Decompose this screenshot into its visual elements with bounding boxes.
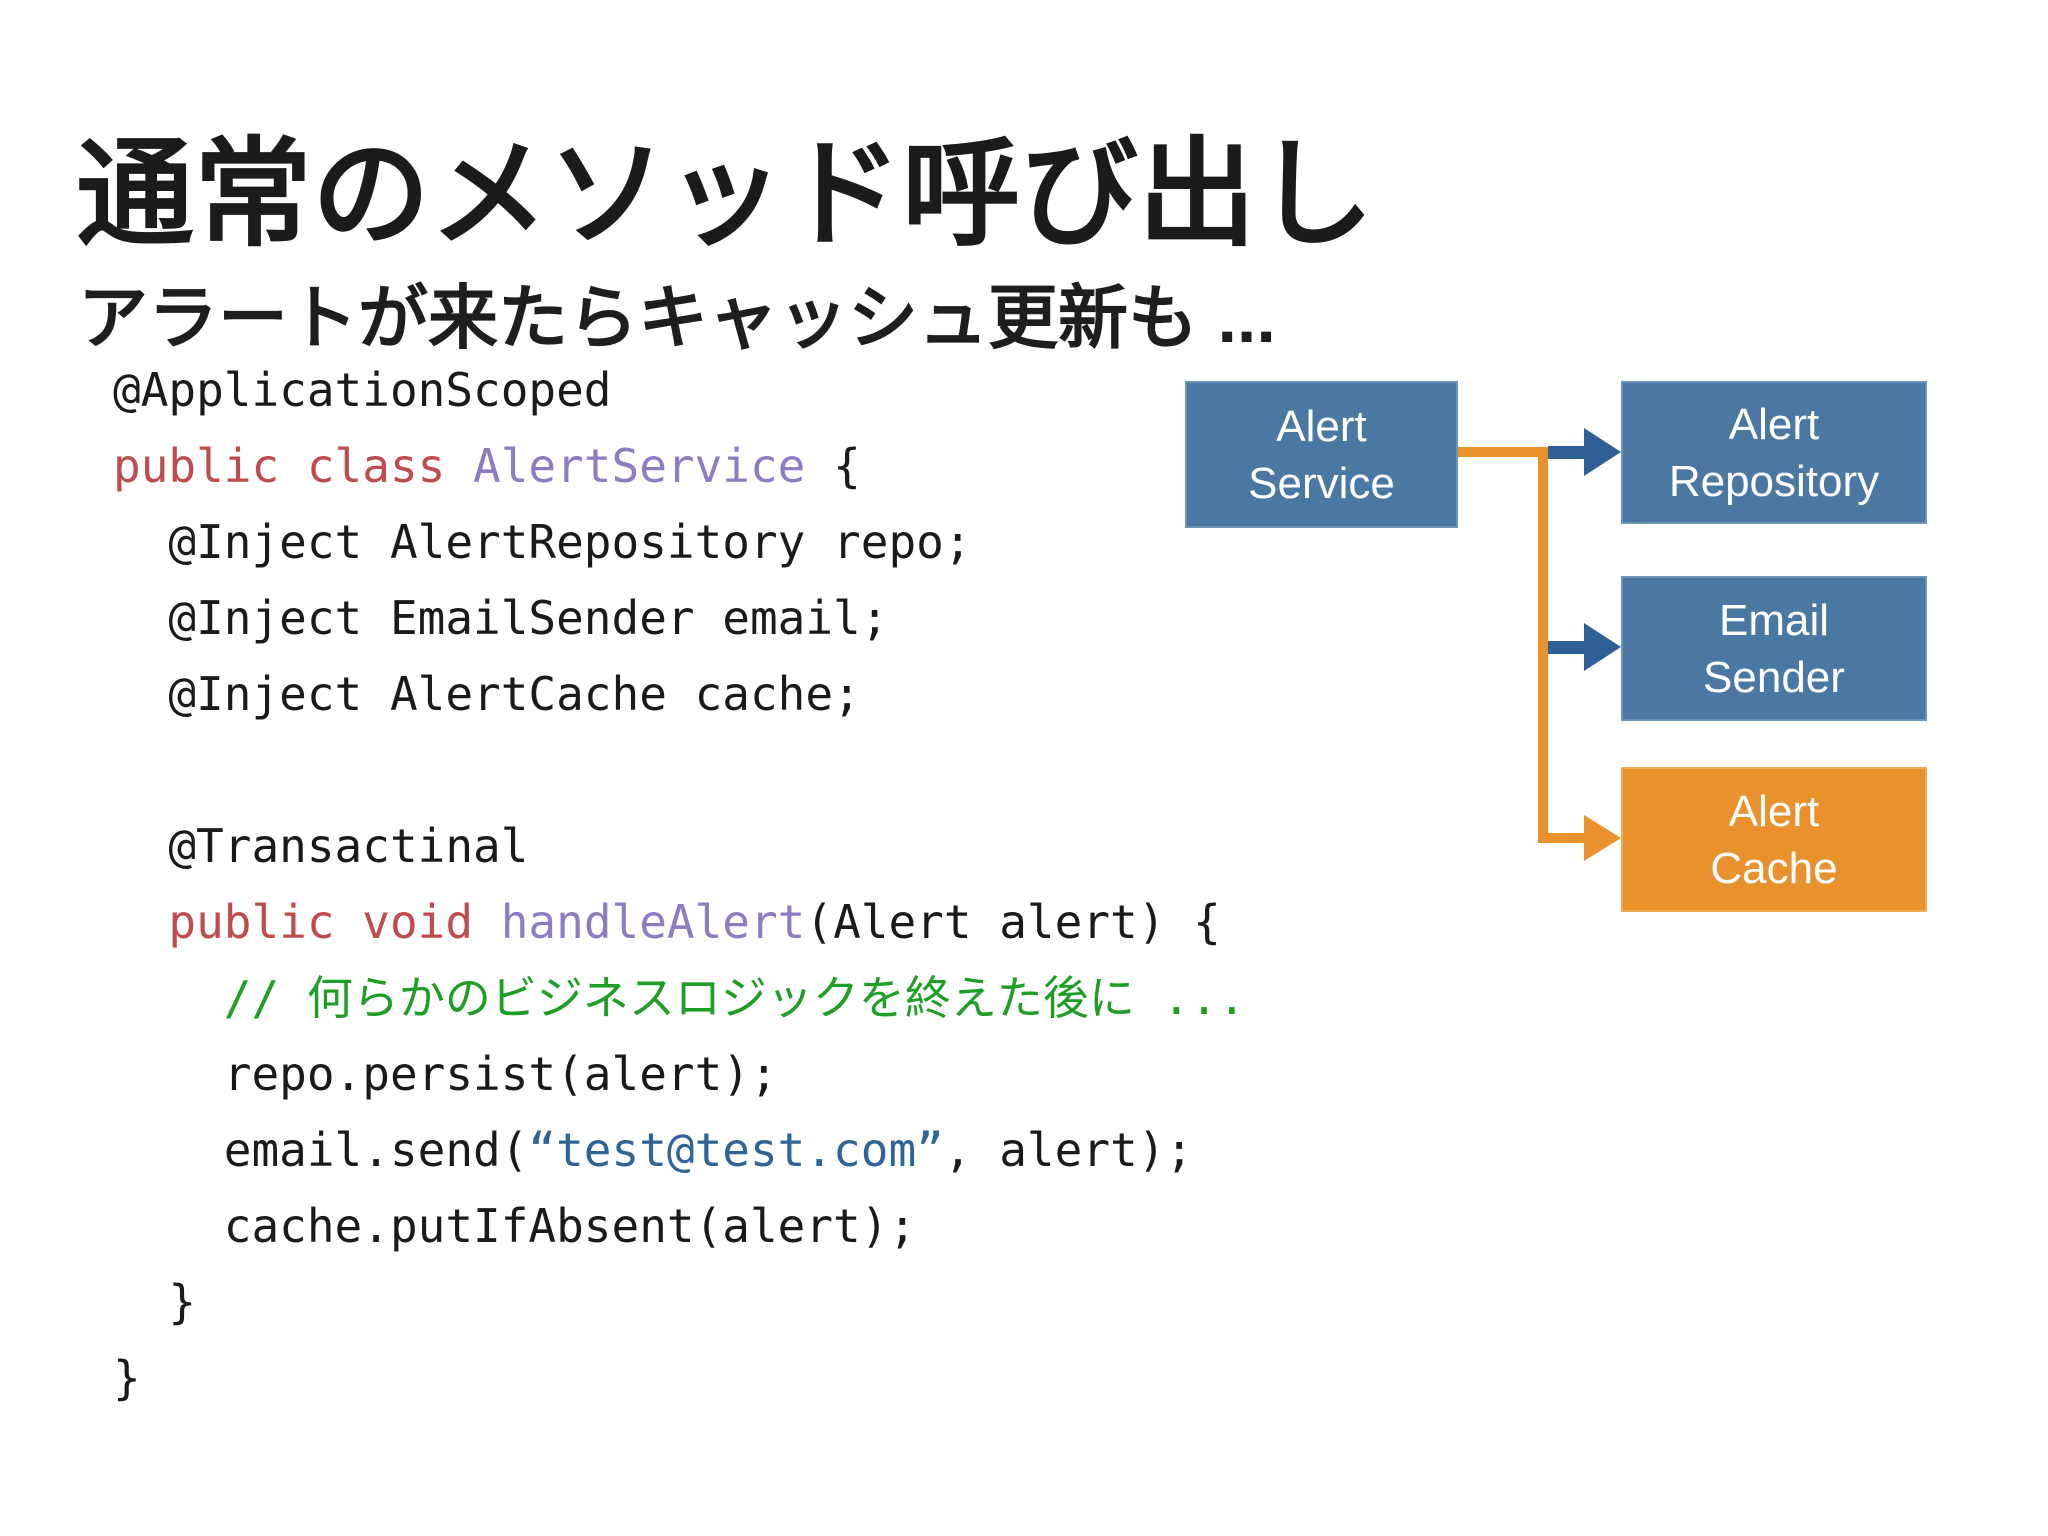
code-token: @Inject AlertCache cache; [113,667,861,721]
code-token: cache.putIfAbsent(alert); [113,1199,917,1253]
code-token [113,895,168,949]
arrowhead-orange-icon [1584,815,1621,861]
code-line: cache.putIfAbsent(alert); [113,1188,1246,1264]
code-line: } [113,1264,1246,1340]
node-alert-service: Alert Service [1185,381,1458,528]
code-line: email.send(“test@test.com”, alert); [113,1112,1246,1188]
code-token: repo.persist(alert); [113,1047,778,1101]
node-label: Repository [1668,456,1880,506]
connector-orange-to-cache [1548,833,1586,843]
code-token: @Transactinal [113,819,529,873]
code-token: } [113,1275,197,1329]
node-label: Email [1718,595,1830,645]
code-line: @Transactinal [113,808,1246,884]
code-line: public void handleAlert(Alert alert) { [113,884,1246,960]
code-line: repo.persist(alert); [113,1036,1246,1112]
code-line: public class AlertService { [113,428,1246,504]
arrow-to-repository-shaft [1548,446,1585,459]
code-token: public class [113,439,474,493]
code-token: // 何らかのビジネスロジックを終えた後に ... [223,971,1246,1025]
code-token: (Alert alert) { [805,895,1221,949]
node-label: Sender [1703,652,1845,702]
code-line [113,732,1246,808]
arrow-to-email-shaft [1548,641,1585,654]
page-title: 通常のメソッド呼び出し [76,129,1375,262]
code-token: , alert); [943,1123,1194,1177]
node-alert-repository: Alert Repository [1621,381,1927,524]
arrowhead-blue-email-icon [1584,623,1621,671]
arrowhead-blue-repository-icon [1584,428,1621,476]
node-label: Cache [1710,843,1838,893]
node-email-sender: Email Sender [1621,576,1927,721]
code-line: @Inject AlertRepository repo; [113,504,1246,580]
code-token: @Inject AlertRepository repo; [113,515,972,569]
node-label: Alert [1728,399,1820,449]
code-token: @Inject EmailSender email; [113,591,889,645]
code-block: @ApplicationScoped public class AlertServ… [113,352,1246,1416]
page-subtitle: アラートが来たらキャッシュ更新も ... [78,279,1276,358]
code-token: } [113,1351,141,1405]
node-label: Alert [1728,786,1820,836]
code-token: “test@test.com” [528,1123,944,1177]
code-line: // 何らかのビジネスロジックを終えた後に ... [113,960,1246,1036]
node-label: Service [1248,458,1395,508]
code-line: @ApplicationScoped [113,352,1246,428]
code-token: { [805,439,861,493]
connector-orange-vertical [1538,447,1548,843]
code-token: public void [168,895,501,949]
code-token: @ApplicationScoped [113,363,612,417]
code-line: @Inject AlertCache cache; [113,656,1246,732]
code-line: } [113,1340,1246,1416]
node-label: Alert [1276,401,1367,451]
code-token: AlertService [473,439,806,493]
code-token: email.send( [113,1123,529,1177]
code-token [113,971,224,1025]
code-token: handleAlert [500,895,806,949]
connector-orange-horizontal [1458,447,1548,457]
code-line: @Inject EmailSender email; [113,580,1246,656]
node-alert-cache: Alert Cache [1621,767,1927,912]
